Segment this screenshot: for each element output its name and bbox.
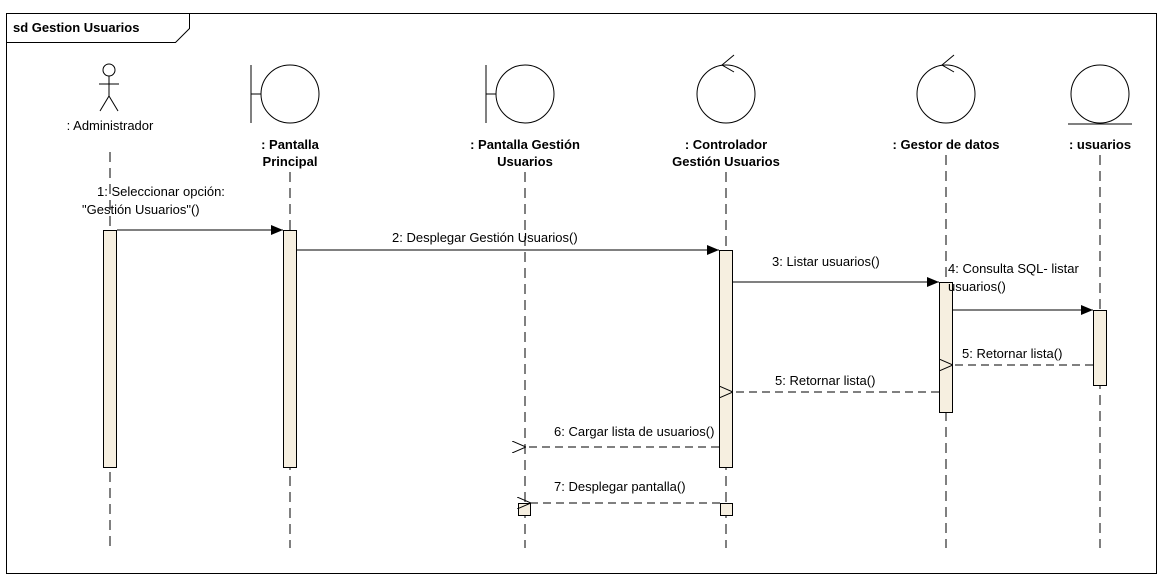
message-6-label: 6: Cargar lista de usuarios(): [554, 424, 714, 439]
lifeline-principal-name-line2: Principal: [263, 154, 318, 169]
frame: sd Gestion Usuarios: [6, 13, 1157, 574]
message-5b-label: 5: Retornar lista(): [775, 373, 875, 388]
lifeline-gestion-name-line2: Usuarios: [497, 154, 553, 169]
frame-border: [6, 13, 1157, 574]
message-5a-label: 5: Retornar lista(): [962, 346, 1062, 361]
message-6: 6: Cargar lista de usuarios(): [526, 424, 719, 447]
activation-principal: [283, 230, 297, 468]
actor-icon: [99, 63, 119, 112]
message-7: 7: Desplegar pantalla(): [531, 479, 720, 503]
message-1: 1: Seleccionar opción: "Gestión Usuarios…: [82, 184, 283, 235]
activation-admin: [103, 230, 117, 468]
message-1-label-line1: 1: Seleccionar opción:: [97, 184, 225, 199]
lifeline-controlador-name-line1: : Controlador: [685, 137, 767, 152]
message-4-label-line1: 4: Consulta SQL- listar: [948, 261, 1079, 276]
message-2-label: 2: Desplegar Gestión Usuarios(): [392, 230, 578, 245]
activation-gestor: [939, 282, 953, 413]
lifeline-controlador-name-line2: Gestión Usuarios: [672, 154, 780, 169]
lifeline-gestor: : Gestor de datos: [893, 54, 1000, 152]
activations: [103, 230, 1107, 516]
lifeline-usuarios-name: : usuarios: [1069, 137, 1131, 152]
message-3-label: 3: Listar usuarios(): [772, 254, 880, 269]
lifeline-principal: : Pantalla Principal: [250, 64, 320, 169]
frame-title: sd Gestion Usuarios: [13, 20, 139, 35]
lifeline-gestor-name: : Gestor de datos: [893, 137, 1000, 152]
lifeline-usuarios: : usuarios: [1068, 64, 1132, 152]
message-3: 3: Listar usuarios(): [733, 254, 939, 287]
activation-controlador: [719, 250, 733, 468]
message-2: 2: Desplegar Gestión Usuarios(): [297, 230, 719, 255]
message-4-label-line2: usuarios(): [948, 279, 1006, 294]
message-1-label-line2: "Gestión Usuarios"(): [82, 202, 200, 217]
lifeline-principal-name-line1: : Pantalla: [261, 137, 320, 152]
control-icon: [696, 54, 756, 124]
lifeline-gestion: : Pantalla Gestión Usuarios: [470, 64, 580, 169]
message-4: 4: Consulta SQL- listar usuarios(): [948, 261, 1093, 315]
activation-usuarios: [1093, 310, 1107, 386]
activation-gestion-small: [518, 503, 531, 516]
frame-title-tab: [6, 13, 190, 43]
lifeline-admin-name: : Administrador: [67, 118, 154, 133]
activation-controlador-small: [720, 503, 733, 516]
message-5b: 5: Retornar lista(): [733, 373, 939, 392]
boundary-icon: [250, 64, 320, 124]
entity-icon: [1068, 64, 1132, 125]
control-icon: [916, 54, 976, 124]
message-7-label: 7: Desplegar pantalla(): [554, 479, 686, 494]
lifeline-gestion-name-line1: : Pantalla Gestión: [470, 137, 580, 152]
lifeline-controlador: : Controlador Gestión Usuarios: [672, 54, 780, 169]
message-5a: 5: Retornar lista(): [953, 346, 1093, 365]
lifeline-admin: : Administrador: [67, 63, 154, 133]
boundary-icon: [485, 64, 555, 124]
